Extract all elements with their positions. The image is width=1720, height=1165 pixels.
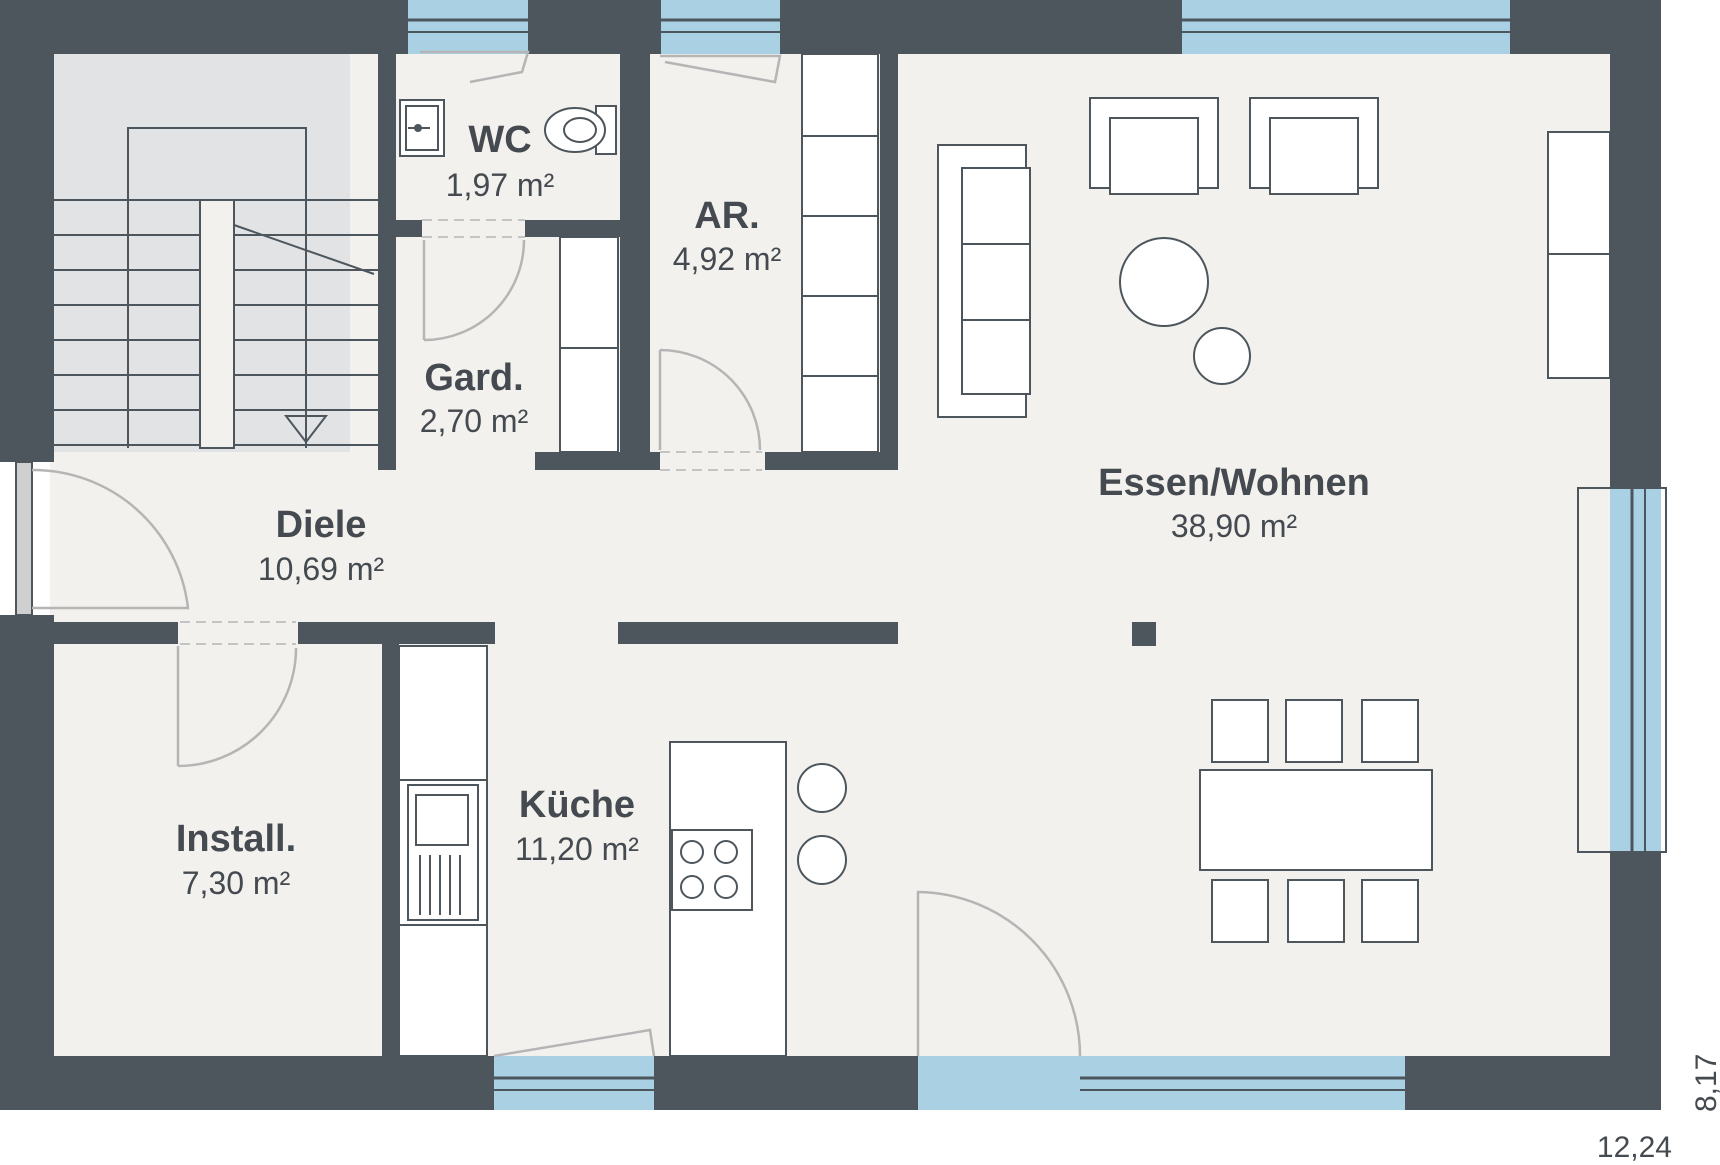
room-name-essen-wohnen: Essen/Wohnen <box>1098 462 1370 504</box>
dimension-width: 12,24 <box>1597 1131 1672 1164</box>
room-area-essen-wohnen: 38,90 m² <box>1171 508 1298 544</box>
staircase <box>54 127 378 449</box>
cooktop <box>671 829 753 911</box>
windows <box>408 0 1667 1110</box>
room-area-diele: 10,69 m² <box>258 551 385 587</box>
bar-stool <box>797 763 847 813</box>
room-name-kueche: Küche <box>519 784 635 826</box>
living-furniture <box>937 97 1611 418</box>
room-area-install: 7,30 m² <box>182 865 291 901</box>
entrance-door-frame <box>15 461 33 616</box>
window-top-wc <box>408 0 528 54</box>
side-table <box>1193 327 1251 385</box>
kitchen-fixtures <box>398 645 847 1057</box>
window-top-ar <box>661 0 780 54</box>
column <box>1132 622 1156 646</box>
room-name-install: Install. <box>176 818 296 860</box>
patio-door <box>918 1056 1080 1110</box>
dining-set <box>1199 699 1433 943</box>
room-area-wc: 1,97 m² <box>446 167 555 203</box>
room-labels: WC 1,97 m² AR. 4,92 m² Gard. 2,70 m² Die… <box>176 119 1370 901</box>
door-swings <box>31 50 1082 1058</box>
dining-table <box>1199 769 1433 871</box>
room-area-kueche: 11,20 m² <box>515 831 639 867</box>
window-right <box>1610 488 1661 852</box>
bar-stool <box>797 835 847 885</box>
exterior-walls <box>0 0 1661 1110</box>
window-right-sill <box>1577 487 1667 853</box>
room-name-diele: Diele <box>276 504 367 546</box>
window-top-living <box>1182 0 1510 54</box>
room-name-gard: Gard. <box>424 357 523 399</box>
window-bottom-living <box>1080 1056 1405 1110</box>
room-name-ar: AR. <box>694 195 759 237</box>
wc-fixtures <box>399 99 617 157</box>
cabinets <box>559 53 879 453</box>
window-bottom-kitchen <box>494 1056 654 1110</box>
coffee-table <box>1119 237 1209 327</box>
room-area-ar: 4,92 m² <box>673 241 782 277</box>
room-name-wc: WC <box>468 119 531 161</box>
dimension-depth: 8,17 <box>1690 1054 1720 1112</box>
interior-walls <box>50 50 1156 1060</box>
room-area-gard: 2,70 m² <box>420 403 529 439</box>
